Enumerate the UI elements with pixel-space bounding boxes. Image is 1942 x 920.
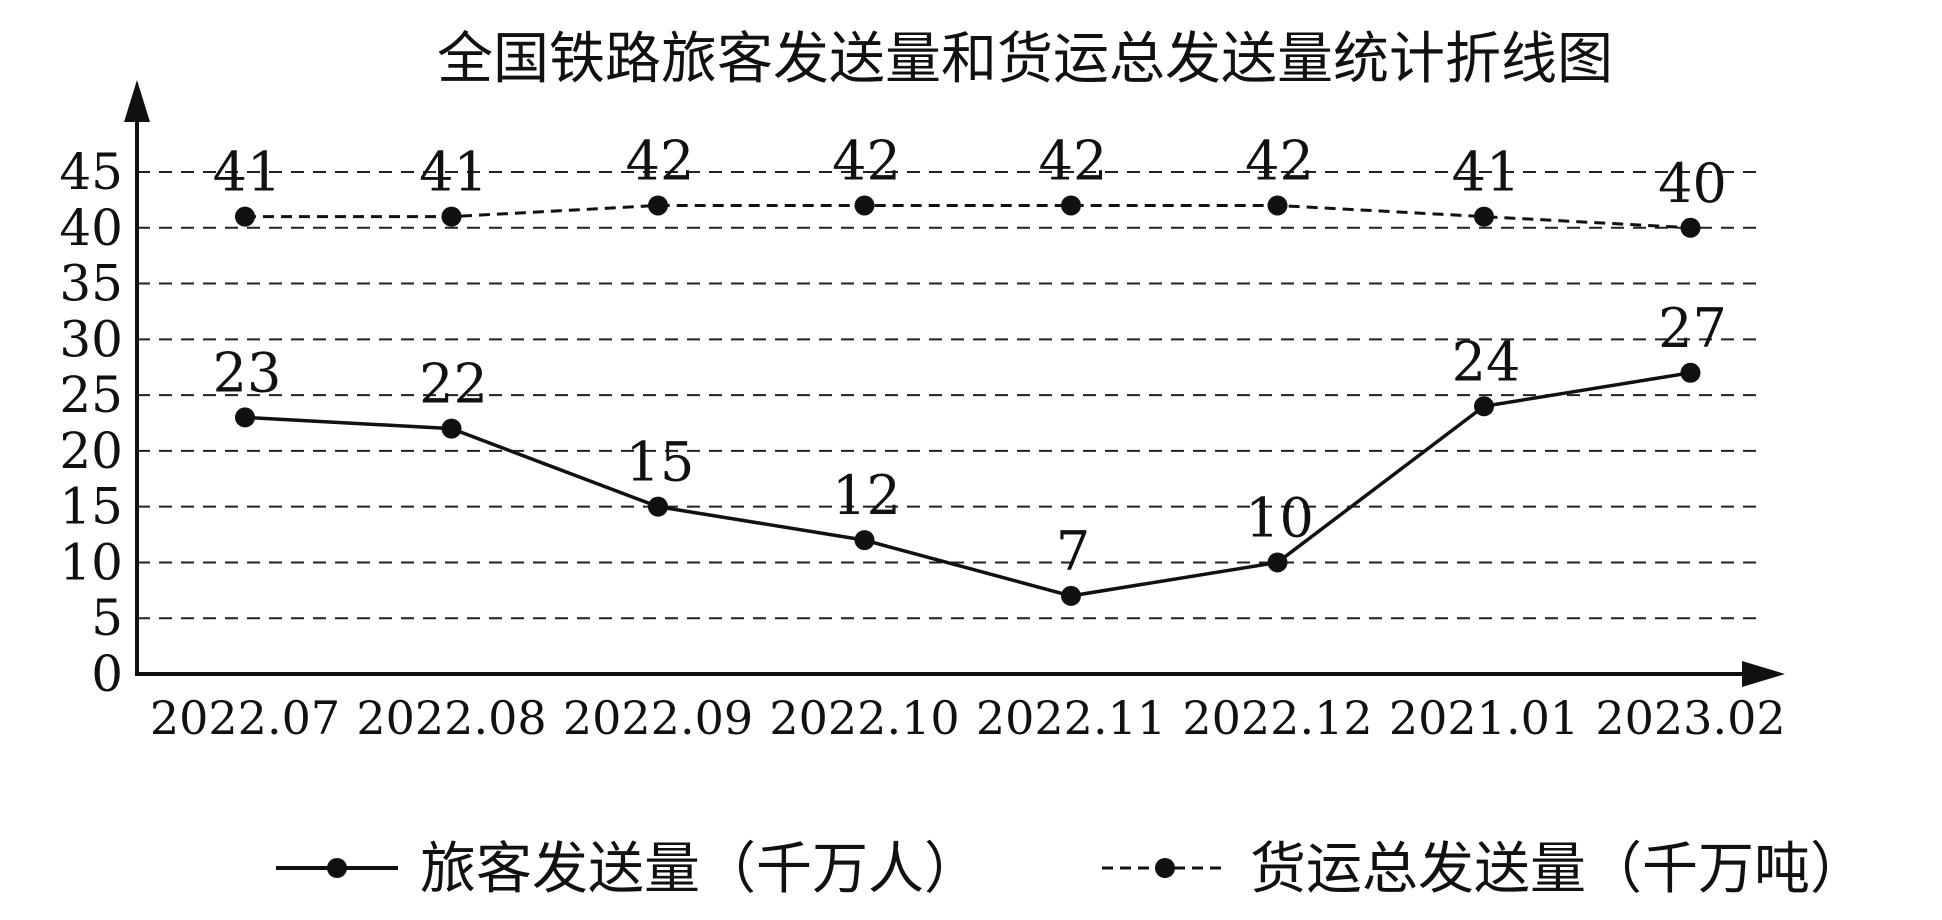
data-label: 7 bbox=[1056, 520, 1090, 583]
axes bbox=[124, 80, 1785, 687]
y-tick-label: 5 bbox=[91, 589, 123, 647]
data-label: 40 bbox=[1658, 152, 1727, 215]
y-tick-label: 45 bbox=[59, 143, 123, 201]
data-label: 42 bbox=[626, 129, 695, 192]
y-tick-label: 10 bbox=[59, 533, 123, 591]
y-axis-arrow-icon bbox=[124, 80, 150, 122]
y-tick-label: 20 bbox=[59, 422, 123, 480]
legend-label: 货运总发送量（千万吨） bbox=[1250, 837, 1866, 902]
x-tick-label: 2022.11 bbox=[976, 691, 1166, 745]
x-axis-arrow-icon bbox=[1742, 661, 1785, 687]
data-point bbox=[441, 206, 462, 227]
series-group: 23 22 15 12 7 10 24 27 41 41 42 42 42 42 41 40 bbox=[213, 129, 1727, 606]
data-point bbox=[235, 206, 255, 227]
data-point bbox=[1267, 195, 1288, 216]
x-tick-label: 2022.10 bbox=[769, 691, 959, 745]
x-tick-label: 2022.07 bbox=[150, 691, 340, 745]
data-label: 22 bbox=[419, 353, 488, 416]
data-point bbox=[1680, 362, 1701, 383]
data-point bbox=[1474, 396, 1494, 417]
data-label: 42 bbox=[1039, 129, 1108, 192]
data-label: 12 bbox=[832, 464, 901, 527]
x-tick-labels: 2022.07 2022.08 2022.09 2022.10 2022.11 2022.… bbox=[150, 691, 1786, 745]
data-label: 41 bbox=[1452, 141, 1521, 204]
series-2: 41 41 42 42 42 42 41 40 bbox=[213, 129, 1727, 238]
data-point bbox=[1061, 585, 1081, 606]
series-1: 23 22 15 12 7 10 24 27 bbox=[213, 297, 1727, 606]
chart-title: 全国铁路旅客发送量和货运总发送量统计折线图 bbox=[437, 27, 1613, 92]
data-point bbox=[441, 418, 462, 439]
legend-marker bbox=[1155, 858, 1175, 878]
data-point bbox=[648, 195, 668, 216]
gridlines bbox=[137, 171, 1762, 620]
series-line bbox=[244, 371, 1691, 598]
legend-item-dashed: 货运总发送量（千万吨） bbox=[1102, 837, 1866, 902]
y-tick-label: 15 bbox=[59, 478, 123, 536]
data-label: 27 bbox=[1658, 297, 1727, 360]
data-point bbox=[235, 407, 255, 428]
y-tick-label: 30 bbox=[59, 310, 123, 368]
x-tick-label: 2022.08 bbox=[356, 691, 546, 745]
x-tick-label: 2022.12 bbox=[1182, 691, 1372, 745]
legend-item-solid: 旅客发送量（千万人） bbox=[276, 837, 980, 902]
data-label: 41 bbox=[213, 141, 282, 204]
data-label: 42 bbox=[832, 129, 901, 192]
x-tick-label: 2021.01 bbox=[1389, 691, 1579, 745]
data-point bbox=[1680, 217, 1701, 238]
data-point bbox=[1267, 552, 1288, 573]
y-tick-label: 0 bbox=[91, 645, 123, 703]
x-tick-label: 2023.02 bbox=[1595, 691, 1785, 745]
data-point bbox=[854, 530, 875, 551]
y-tick-label: 25 bbox=[59, 366, 123, 424]
x-tick-label: 2022.09 bbox=[563, 691, 753, 745]
data-label: 41 bbox=[419, 141, 488, 204]
data-label: 42 bbox=[1245, 129, 1314, 192]
data-label: 24 bbox=[1452, 330, 1521, 393]
legend-label: 旅客发送量（千万人） bbox=[420, 837, 980, 902]
legend-marker bbox=[327, 858, 347, 878]
data-point bbox=[648, 496, 668, 517]
data-point bbox=[1061, 195, 1081, 216]
legend: 旅客发送量（千万人） 货运总发送量（千万吨） bbox=[276, 837, 1866, 902]
data-label: 15 bbox=[626, 431, 695, 494]
y-tick-label: 35 bbox=[59, 255, 123, 313]
data-point bbox=[854, 195, 875, 216]
y-tick-label: 40 bbox=[59, 199, 123, 257]
data-label: 23 bbox=[213, 341, 282, 404]
series-line bbox=[245, 203, 1691, 230]
data-point bbox=[1474, 206, 1494, 227]
data-label: 10 bbox=[1245, 486, 1314, 549]
